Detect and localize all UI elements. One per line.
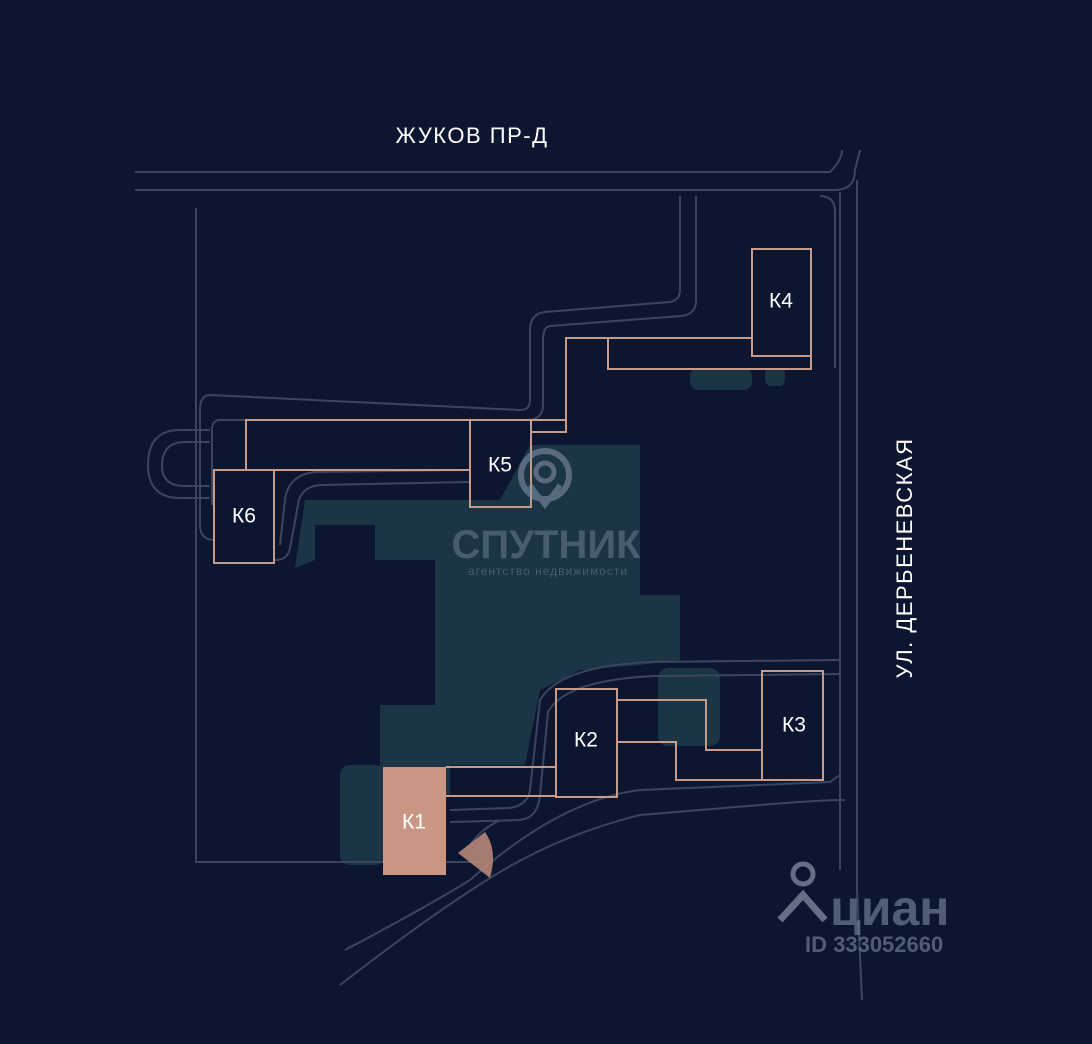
cian-id: ID 333052660 (805, 932, 943, 957)
street-label-derbenevskaya: УЛ. ДЕРБЕНЕВСКАЯ (892, 437, 917, 678)
building-k5[interactable]: К5 (245, 337, 609, 508)
building-k3[interactable]: К3 (761, 670, 824, 781)
sputnik-name: СПУТНИК (451, 523, 641, 567)
park-areas (295, 368, 785, 865)
building-k5-label: К5 (488, 454, 512, 477)
building-k6-label: К6 (232, 505, 256, 528)
building-k4[interactable]: К4 (607, 248, 812, 370)
building-k1-label: К1 (402, 811, 426, 834)
cian-name: циан (830, 880, 949, 936)
sputnik-watermark: СПУТНИК агентство недвижимости (451, 448, 641, 578)
building-k1[interactable]: К1 (383, 766, 556, 875)
cian-logo-icon (777, 861, 828, 923)
sputnik-tagline: агентство недвижимости (468, 564, 628, 578)
building-k2-label: К2 (574, 729, 598, 752)
entrance-arrow-icon (458, 832, 494, 878)
building-k1-shape (383, 767, 446, 875)
cian-watermark: циан ID 333052660 (777, 861, 949, 957)
building-k3-label: К3 (782, 714, 806, 737)
sputnik-logo-icon (518, 448, 572, 510)
street-label-zhukov: ЖУКОВ ПР-Д (396, 123, 549, 148)
buildings: К1 К2 К3 К4 К5 (213, 248, 824, 875)
building-k4-label: К4 (769, 290, 793, 313)
building-k6[interactable]: К6 (213, 469, 275, 564)
building-k2[interactable]: К2 (555, 688, 762, 798)
